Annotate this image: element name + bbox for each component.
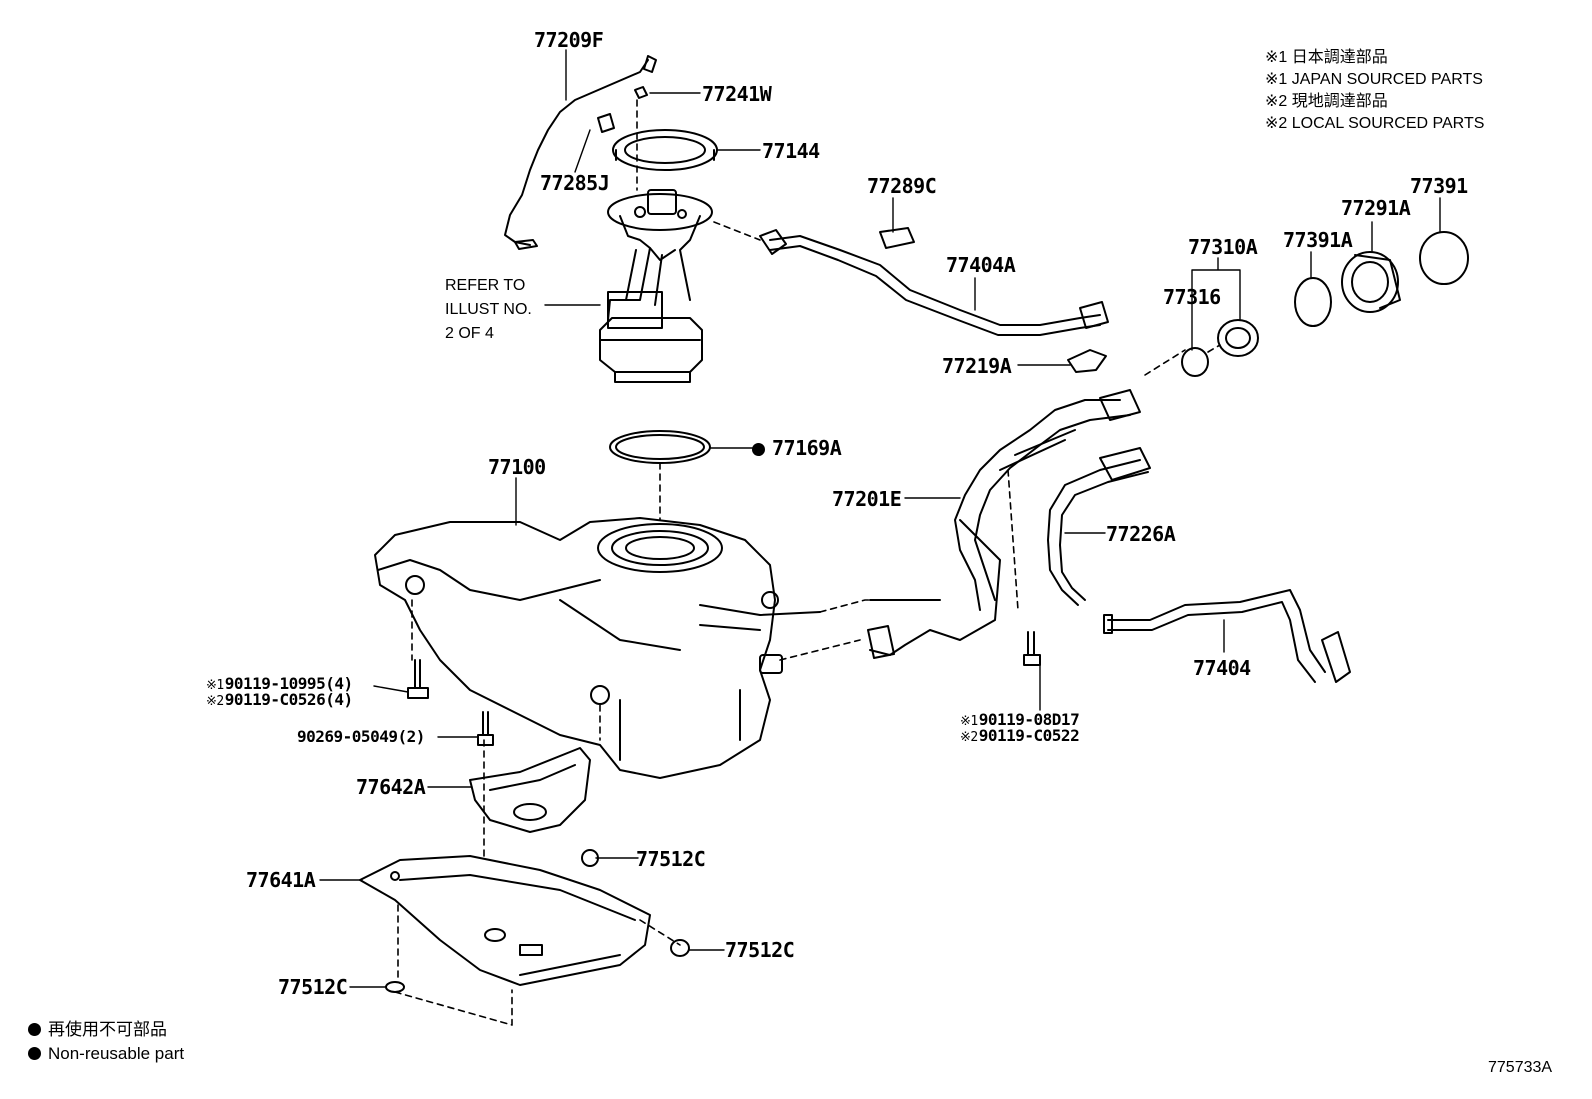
label-77404a[interactable]: 77404A bbox=[946, 253, 1016, 277]
non-reusable-dot-icon bbox=[752, 443, 765, 456]
fuel-pump-assembly bbox=[599, 189, 713, 383]
label-77512c-2[interactable]: 77512C bbox=[725, 938, 795, 962]
label-77169a-text: 77169A bbox=[772, 436, 842, 460]
filler-neck-ring bbox=[1341, 251, 1401, 313]
clip-77512c-c bbox=[385, 981, 405, 993]
refer-line-3: 2 OF 4 bbox=[445, 325, 494, 342]
vent-tube bbox=[759, 229, 1109, 336]
label-77241w[interactable]: 77241W bbox=[702, 82, 772, 106]
note-line-4: ※2 LOCAL SOURCED PARTS bbox=[1265, 115, 1485, 132]
legend-line-1: 再使用不可部品 bbox=[28, 1020, 167, 1040]
label-77391a[interactable]: 77391A bbox=[1283, 228, 1353, 252]
bolt-90119-08D17 bbox=[1023, 631, 1041, 666]
breather-hose bbox=[1047, 447, 1151, 606]
label-77391[interactable]: 77391 bbox=[1410, 174, 1468, 198]
connector-77285j bbox=[597, 113, 615, 133]
clip-77241w bbox=[634, 86, 648, 99]
label-90119-c0522[interactable]: ※290119-C0522 bbox=[960, 726, 1080, 745]
label-77226a[interactable]: 77226A bbox=[1106, 522, 1176, 546]
note-line-1: ※1 日本調達部品 bbox=[1265, 49, 1388, 66]
clip-77512c-b bbox=[670, 939, 690, 957]
legend-line-2: Non-reusable part bbox=[28, 1044, 184, 1064]
gasket-77391 bbox=[1419, 231, 1469, 285]
filler-pipe bbox=[867, 389, 1141, 659]
tank-protector-77641a bbox=[359, 855, 651, 986]
legend-dot-icon bbox=[28, 1023, 41, 1036]
legend-dot-icon bbox=[28, 1047, 41, 1060]
label-77642a[interactable]: 77642A bbox=[356, 775, 426, 799]
label-77201e[interactable]: 77201E bbox=[832, 487, 902, 511]
label-77219a[interactable]: 77219A bbox=[942, 354, 1012, 378]
retainer-ring bbox=[612, 129, 718, 171]
label-77641a[interactable]: 77641A bbox=[246, 868, 316, 892]
note-line-3: ※2 現地調達部品 bbox=[1265, 93, 1388, 110]
label-90269-05049[interactable]: 90269-05049(2) bbox=[297, 727, 425, 746]
label-77512c-3[interactable]: 77512C bbox=[278, 975, 348, 999]
fuel-cap bbox=[1217, 319, 1259, 357]
label-77310a[interactable]: 77310A bbox=[1188, 235, 1258, 259]
note-line-2: ※1 JAPAN SOURCED PARTS bbox=[1265, 71, 1483, 88]
label-90119-10995[interactable]: ※190119-10995(4) bbox=[206, 674, 353, 693]
bolt-90119-10995 bbox=[407, 659, 429, 699]
tank-protector-77642a bbox=[469, 747, 591, 833]
label-77169a[interactable]: 77169A bbox=[752, 436, 842, 460]
bolt-90269-05049 bbox=[477, 711, 494, 746]
label-77100[interactable]: 77100 bbox=[488, 455, 546, 479]
label-77144[interactable]: 77144 bbox=[762, 139, 820, 163]
label-77289c[interactable]: 77289C bbox=[867, 174, 937, 198]
gasket-77316 bbox=[1181, 347, 1209, 377]
illustration-number: 775733A bbox=[1488, 1059, 1553, 1076]
fuel-tank bbox=[374, 517, 821, 779]
sender-gauge-wire bbox=[504, 59, 649, 246]
gasket-77391a bbox=[1294, 277, 1332, 327]
label-77291a[interactable]: 77291A bbox=[1341, 196, 1411, 220]
clamp-77289c bbox=[879, 227, 915, 249]
evap-tube bbox=[1103, 589, 1351, 683]
label-77285j[interactable]: 77285J bbox=[540, 171, 610, 195]
refer-line-1: REFER TO bbox=[445, 277, 526, 294]
label-90119-c0526[interactable]: ※290119-C0526(4) bbox=[206, 690, 353, 709]
label-77404[interactable]: 77404 bbox=[1193, 656, 1251, 680]
label-77209f[interactable]: 77209F bbox=[534, 28, 604, 52]
label-77512c-1[interactable]: 77512C bbox=[636, 847, 706, 871]
label-77316[interactable]: 77316 bbox=[1163, 285, 1221, 309]
clamp-77219a bbox=[1067, 349, 1107, 373]
label-90119-08d17[interactable]: ※190119-08D17 bbox=[960, 710, 1080, 729]
refer-line-2: ILLUST NO. bbox=[445, 301, 532, 318]
